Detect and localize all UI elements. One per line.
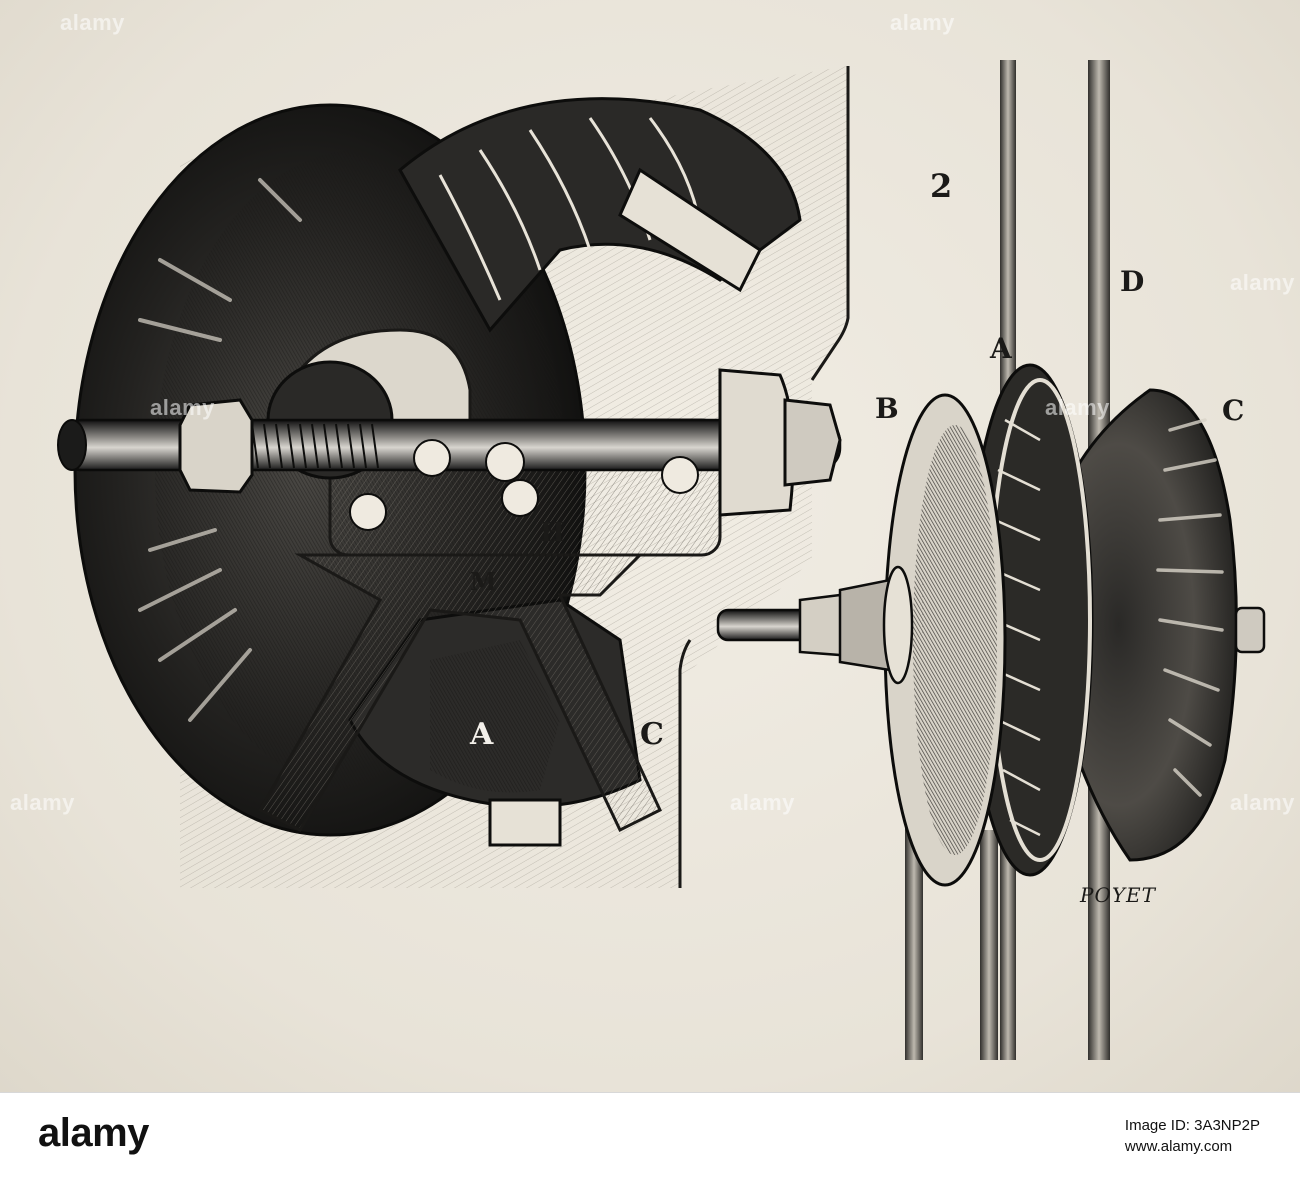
label-b-right: B [875, 392, 899, 425]
watermark: alamy [10, 790, 75, 815]
image-id-label: Image ID: 3A3NP2P [1124, 1117, 1260, 1134]
right-nut [783, 398, 842, 487]
ball-bearings [349, 439, 699, 531]
frame-outline-lower [678, 639, 692, 888]
left-hex-nut [178, 398, 254, 494]
image-id-block: Image ID: 3A3NP2P www.alamy.com [1125, 1115, 1260, 1157]
right-disc-b-inner [913, 425, 997, 855]
upper-sector [398, 97, 802, 333]
left-disc-spokes [138, 178, 302, 722]
shaft-end [57, 419, 87, 471]
right-shaft-end [1234, 606, 1266, 654]
watermark: alamy [150, 395, 215, 420]
right-shaft-flange [882, 565, 914, 685]
label-d-right: D [1120, 265, 1145, 298]
alamy-logo[interactable]: alamy [38, 1111, 149, 1155]
watermark: alamy [1045, 395, 1110, 420]
watermark: alamy [60, 10, 125, 35]
stock-footer: alamy Image ID: 3A3NP2P www.alamy.com [0, 1092, 1300, 1183]
label-h: H [540, 518, 565, 548]
label-c-right: C [1222, 394, 1245, 427]
engraving-plate: 2 H M A C A B C D POYET alamy alamy alam… [0, 0, 1300, 1092]
alamy-url-link[interactable]: www.alamy.com [1124, 1138, 1233, 1155]
engraving-illustration [57, 60, 1266, 1060]
right-collar [718, 368, 795, 517]
hub-casting-m [257, 553, 662, 833]
lower-sector-rim [488, 798, 562, 847]
label-m: M [470, 567, 497, 596]
lower-sector-inner [430, 640, 560, 793]
label-a-left: A [470, 717, 494, 752]
watermark: alamy [1230, 790, 1295, 815]
upper-sector-rim [618, 167, 762, 293]
label-c-left: C [640, 717, 664, 752]
watermark: alamy [1230, 270, 1295, 295]
artist-signature: POYET [1080, 883, 1156, 907]
figure-number-label: 2 [930, 167, 953, 205]
watermark: alamy [890, 10, 955, 35]
frame-outline [810, 66, 850, 381]
label-a-right: A [990, 332, 1012, 365]
right-cone-grooves [1156, 418, 1224, 797]
watermark: alamy [730, 790, 795, 815]
